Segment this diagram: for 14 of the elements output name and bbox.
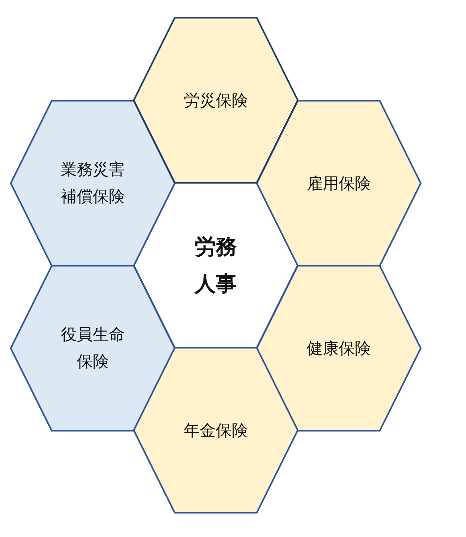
hexagon-node xyxy=(257,100,421,266)
hexagon-node xyxy=(257,266,421,430)
hexagon-label: 年金保険 xyxy=(182,420,249,442)
hexagon-node xyxy=(134,18,298,183)
hexagon-label: 役員生命保険 xyxy=(60,324,126,373)
hexagon-node xyxy=(11,100,175,266)
hexagon-label: 労災保険 xyxy=(182,90,249,112)
hexagon-label: 労務人事 xyxy=(194,234,238,298)
hexagon-label: 健康保険 xyxy=(306,338,372,360)
hexagon-node xyxy=(11,266,175,430)
hexagon-node xyxy=(134,183,298,348)
hexagon-label: 雇用保険 xyxy=(306,172,372,194)
hexagon-label: 業務災害補償保険 xyxy=(60,159,126,208)
hexagon-node xyxy=(134,348,298,513)
